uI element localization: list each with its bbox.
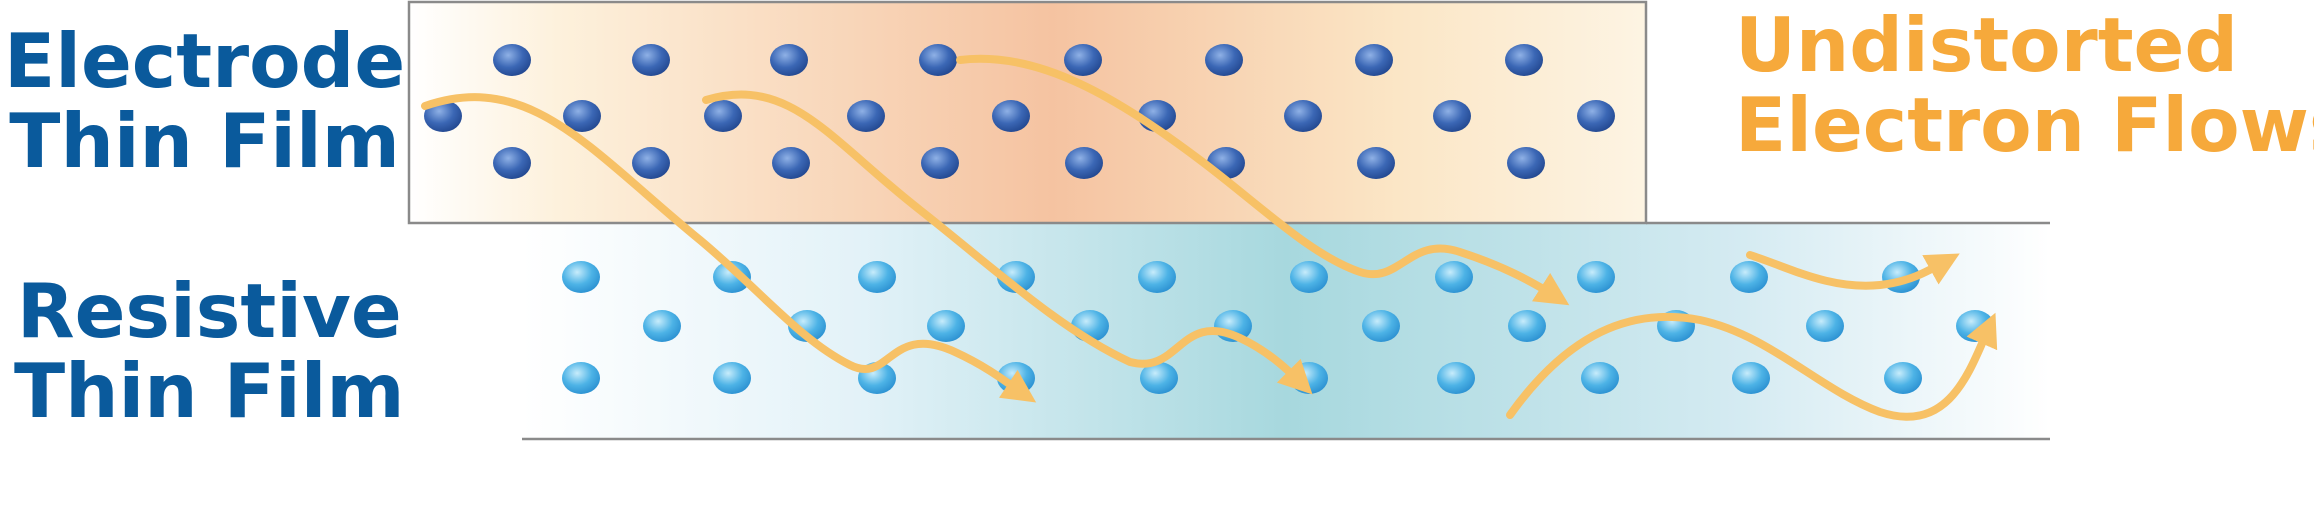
resistive-particle [1362,310,1400,342]
electrode-particle [992,100,1030,132]
electron-flow-arrow [1746,251,1960,290]
electron-flow-arrow [702,90,1313,395]
electrode-particle [921,147,959,179]
electrode-particle [493,44,531,76]
electrode-particle [1357,147,1395,179]
resistive-thin-film-label: Resistive Thin Film [14,267,405,435]
resistive-particle [713,261,751,293]
resistive-film-layer [522,221,2050,441]
resistive-particle [1138,261,1176,293]
electrode-particle [632,147,670,179]
electrode-particle [1205,44,1243,76]
resistive-particle [562,362,600,394]
resistive-particle [713,362,751,394]
electrode-thin-film-label: Electrode Thin Film [4,17,406,185]
electrode-particle [1577,100,1615,132]
resistive-particle [1140,362,1178,394]
electrode-particle [1065,147,1103,179]
resistive-particle [1577,261,1615,293]
electron-flow-arrow [421,93,1037,403]
electrode-particle [704,100,742,132]
resistive-particle [927,310,965,342]
electrode-particle [919,44,957,76]
resistive-label-line-2: Thin Film [14,346,405,435]
resistive-particle [1730,261,1768,293]
resistive-particle [788,310,826,342]
electron-flow-arrow [1506,312,1998,421]
electrode-particle [563,100,601,132]
resistive-particle [858,261,896,293]
electrode-particle [493,147,531,179]
electrode-particle [1507,147,1545,179]
flows-label-line-2: Electron Flows [1735,80,2314,169]
resistive-particle [562,261,600,293]
electrode-particle [847,100,885,132]
electrode-particle [1284,100,1322,132]
resistive-particle [643,310,681,342]
resistive-particle [1508,310,1546,342]
electrode-particles [424,44,1615,179]
electrode-particle [1433,100,1471,132]
resistive-particle [1884,362,1922,394]
resistive-label-line-1: Resistive [16,267,402,355]
electrode-particle [1505,44,1543,76]
resistive-particle [1732,362,1770,394]
flows-label-line-1: Undistorted [1735,1,2239,89]
resistive-particle [1581,362,1619,394]
electrode-particle [770,44,808,76]
resistive-particle [1290,261,1328,293]
electrode-particle [1064,44,1102,76]
electrode-label-line-2: Thin Film [9,96,400,185]
resistive-film-band [522,223,2050,439]
resistive-particle [1806,310,1844,342]
electrode-particle [424,100,462,132]
electrode-particle [1355,44,1393,76]
undistorted-electron-flows-label: Undistorted Electron Flows [1735,1,2314,169]
electrode-particle [772,147,810,179]
resistive-particle [1435,261,1473,293]
electrode-particle [632,44,670,76]
electron-flow-arrow [956,54,1570,306]
electrode-label-line-1: Electrode [4,17,406,105]
resistive-particle [1437,362,1475,394]
electron-flow-arrows [421,54,1998,421]
